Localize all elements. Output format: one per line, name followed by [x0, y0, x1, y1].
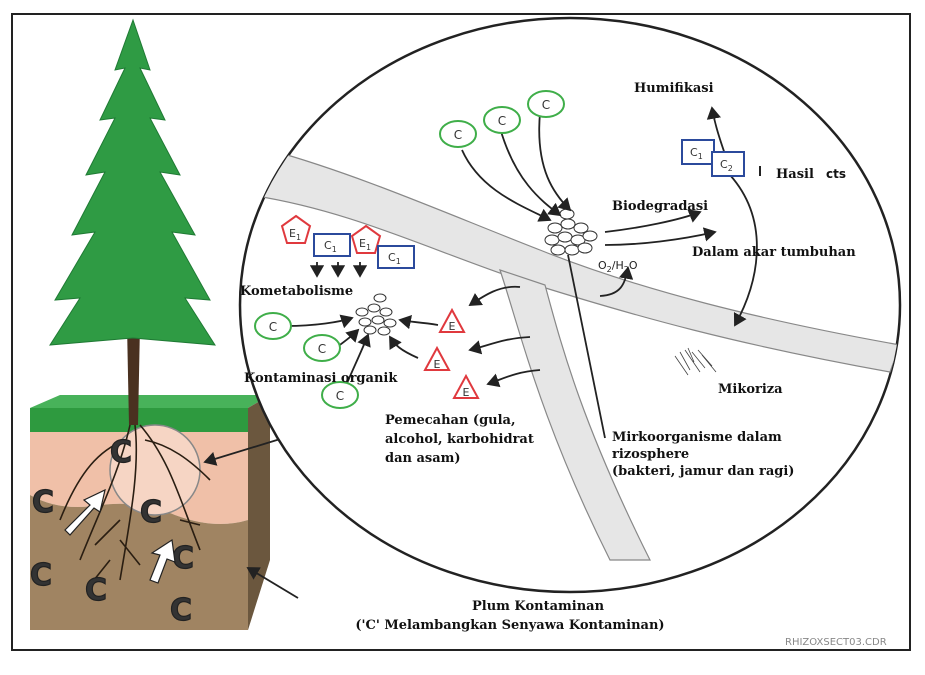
c-circle-4	[254, 312, 292, 340]
mycorrhiza-tuft	[674, 347, 717, 376]
c1-left-sub: 1	[332, 245, 337, 254]
label-file-code: RHIZOXSECT03.CDR	[785, 637, 887, 648]
c-letter-1: C	[454, 128, 462, 142]
e-letter-2: E	[434, 358, 441, 371]
c-circle-2	[483, 106, 521, 134]
outer-frame	[11, 13, 911, 651]
svg-text:C1: C1	[690, 146, 703, 161]
soil-c-1: C	[110, 435, 132, 470]
c-letter-3: C	[542, 98, 550, 112]
label-mikroorganisme-line1: Mirkoorganisme dalam	[612, 430, 782, 445]
e-triangle-3	[452, 373, 480, 399]
c1-top-sub: 1	[698, 152, 703, 161]
c1-top-letter: C	[690, 146, 698, 159]
svg-text:E1: E1	[359, 237, 371, 252]
label-mikroorganisme-line3: (bakteri, jamur dan ragi)	[612, 464, 794, 479]
e-triangle-2	[423, 345, 451, 371]
label-plum-title: Plum Kontaminan	[472, 599, 605, 614]
e1-letter-2: E	[359, 237, 366, 250]
soil-contaminant-symbols: C C C C C C C	[29, 434, 194, 628]
soil-c-6: C	[172, 541, 194, 576]
label-pemecahan-line3: dan asam)	[385, 451, 461, 466]
label-o2-h2o: O2/H2O	[598, 259, 638, 274]
c2-top-sub: 2	[728, 164, 733, 173]
c-circle-5	[303, 334, 341, 362]
c2-box-top	[711, 151, 745, 177]
grass-top	[30, 395, 270, 408]
c1-box-left	[313, 233, 351, 257]
red-e1-pentagons	[280, 214, 382, 254]
plume-arrow	[246, 567, 299, 599]
zoom-arrow	[203, 435, 291, 466]
c-letter-5: C	[318, 342, 326, 356]
red-e-triangles	[423, 307, 480, 399]
diagram-labels: Humifikasi Hasil cts Biodegradasi Dalam …	[240, 81, 856, 633]
e1-sub-2: 1	[366, 243, 371, 252]
microbe-cluster-left	[355, 293, 397, 336]
svg-text:C1: C1	[388, 251, 401, 266]
tree	[49, 18, 216, 425]
label-biodegradasi: Biodegradasi	[612, 199, 708, 214]
e-triangle-1	[438, 307, 466, 333]
label-mikroorganisme-line2: rizosphere	[612, 447, 689, 462]
e1-sub-1: 1	[296, 233, 301, 242]
svg-text:C1: C1	[324, 239, 337, 254]
flow-arrows	[285, 106, 758, 394]
tree-trunk	[127, 325, 140, 425]
label-plum-subtitle: ('C' Melambangkan Senyawa Kontaminan)	[355, 618, 664, 633]
c-circle-6	[321, 381, 359, 409]
c-letter-2: C	[498, 114, 506, 128]
svg-text:E1: E1	[289, 227, 301, 242]
c1-box-right	[377, 245, 415, 269]
soil-c-2: C	[140, 495, 162, 530]
green-c-letters: C C C C C C	[269, 98, 550, 403]
blue-box-labels: C1 C1 C1 C2	[324, 146, 733, 266]
e-triangle-letters: E E E	[434, 320, 470, 399]
label-mikoriza: Mikoriza	[718, 382, 783, 397]
c2-top-letter: C	[720, 158, 728, 171]
e-letter-3: E	[463, 386, 470, 399]
c1-right-sub: 1	[396, 257, 401, 266]
c-circle-1	[439, 120, 477, 148]
soil-c-5: C	[85, 573, 107, 608]
label-kontaminasi-organik: Kontaminasi organik	[244, 371, 398, 386]
e1-letter-1: E	[289, 227, 296, 240]
label-pemecahan-line1: Pemecahan (gula,	[385, 413, 516, 428]
green-c-circles	[254, 90, 565, 409]
label-pemecahan-line2: alcohol, karbohidrat	[385, 432, 534, 447]
c1-left-letter: C	[324, 239, 332, 252]
soil-side	[248, 395, 270, 630]
magnified-rhizosphere	[238, 16, 902, 594]
e1-pentagon-labels: E1 E1	[289, 227, 371, 252]
tree-roots	[59, 424, 211, 586]
uptake-arrow-1	[64, 488, 106, 536]
e1-pentagon-2	[350, 224, 382, 254]
soil-c-7: C	[170, 593, 192, 628]
label-hasil: Hasil	[776, 167, 814, 182]
cometabolism-short-arrows	[309, 262, 368, 278]
label-kometabolisme: Kometabolisme	[240, 284, 353, 299]
soil-c-3: C	[32, 485, 54, 520]
label-hasil-tail: cts	[826, 167, 846, 181]
label-dalam-akar: Dalam akar tumbuhan	[692, 245, 856, 260]
svg-text:C2: C2	[720, 158, 733, 173]
tree-canopy	[49, 18, 216, 346]
e1-pentagon-1	[280, 214, 312, 244]
label-humifikasi: Humifikasi	[634, 81, 714, 96]
branch-root	[499, 269, 651, 561]
blue-product-boxes	[313, 139, 745, 269]
uptake-arrow-2	[149, 538, 176, 584]
soil-c-4: C	[30, 558, 52, 593]
c-letter-6: C	[336, 389, 344, 403]
c1-right-letter: C	[388, 251, 396, 264]
c-circle-3	[527, 90, 565, 118]
microbe-pointer	[567, 254, 606, 439]
soil-block: C C C C C C C	[29, 395, 270, 630]
e-letter-1: E	[449, 320, 456, 333]
grass-front	[30, 408, 248, 432]
c-letter-4: C	[269, 320, 277, 334]
